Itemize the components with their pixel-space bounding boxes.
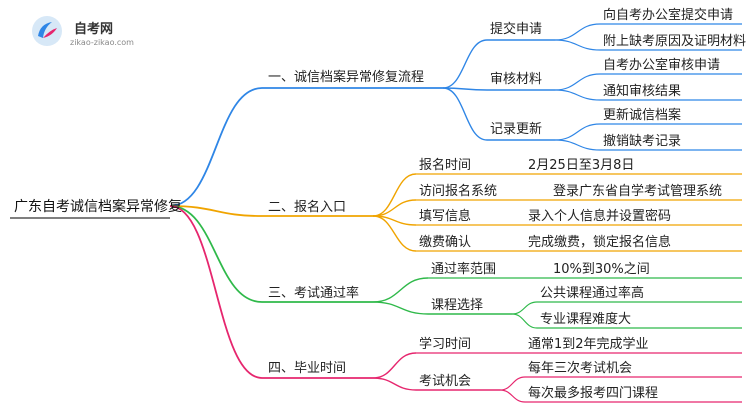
b4-leaf-2: 每年三次考试机会 [528,361,633,376]
b4-node-2-connector [372,377,417,391]
logo-icon [32,16,62,46]
b1-node-1-connector [442,39,488,89]
b1-leaf-4-connector [554,89,601,101]
b1-node-1: 提交申请 [490,22,543,37]
b2-node-1: 报名时间 [419,158,472,173]
b3-leaf-2: 公共课程通过率高 [540,286,645,301]
b3-leaf-2-connector [511,301,538,315]
b1-leaf-4: 通知审核结果 [603,84,682,99]
b2-node-2: 访问报名系统 [419,184,498,199]
b1-leaf-6: 撤销缺考记录 [603,134,682,149]
b3-node-1-connector [372,277,429,303]
b2-leaf-2: 登录广东省自学考试管理系统 [553,184,723,199]
b3-leaf-3-connector [511,313,538,329]
root-node: 广东自考诚信档案异常修复 [14,199,182,215]
b1-node-3-connector [442,87,488,141]
branch-4-connector [169,205,263,379]
b3-leaf-1: 10%到30%之间 [553,262,650,277]
b4-leaf-1: 通常1到2年完成学业 [528,337,649,352]
branch-3-connector [169,205,263,303]
b1-leaf-3-connector [554,73,601,91]
b1-leaf-2: 附上缺考原因及证明材料 [603,34,747,49]
branch-3-label: 三、考试通过率 [268,286,360,301]
branch-2-connector [169,205,263,217]
b4-leaf-3: 每次最多报考四门课程 [528,386,659,401]
b3-node-2-connector [372,301,429,315]
b4-leaf-2-connector [499,376,526,391]
b3-node-2: 课程选择 [431,298,484,313]
branch-1-label: 一、诚信档案异常修复流程 [268,70,425,85]
b4-node-2: 考试机会 [419,374,472,389]
b2-node-2-connector [372,199,417,217]
b2-node-4: 缴费确认 [419,235,472,250]
site-logo[interactable]: 自考网 zikao-zikao.com [30,14,160,54]
b1-leaf-1-connector [554,23,601,41]
b2-node-4-connector [372,215,417,252]
branch-4-label: 四、毕业时间 [268,361,347,376]
b4-node-1: 学习时间 [419,337,472,352]
b1-leaf-2-connector [554,39,601,51]
b1-node-2: 审核材料 [490,72,543,87]
logo-name: 自考网 [74,22,114,37]
b1-node-3: 记录更新 [490,122,543,137]
b1-leaf-6-connector [554,139,601,151]
b1-leaf-5-connector [554,123,601,141]
b2-node-1-connector [372,173,417,217]
b2-leaf-4: 完成缴费，锁定报名信息 [528,235,672,250]
logo-url: zikao-zikao.com [70,38,134,47]
b3-leaf-3: 专业课程难度大 [540,312,632,327]
b1-leaf-5: 更新诚信档案 [603,108,682,123]
b4-leaf-3-connector [499,389,526,403]
b2-node-3: 填写信息 [419,209,472,224]
b4-node-1-connector [372,352,417,379]
b1-leaf-1: 向自考办公室提交申请 [603,8,734,23]
b1-leaf-3: 自考办公室审核申请 [603,58,721,73]
branch-2-label: 二、报名入口 [268,200,347,215]
b2-leaf-3: 录入个人信息并设置密码 [528,209,672,224]
branch-1-connector [169,87,263,207]
b3-node-1: 通过率范围 [431,262,497,277]
b1-node-2-connector [442,87,488,91]
b2-leaf-1: 2月25日至3月8日 [528,158,635,173]
